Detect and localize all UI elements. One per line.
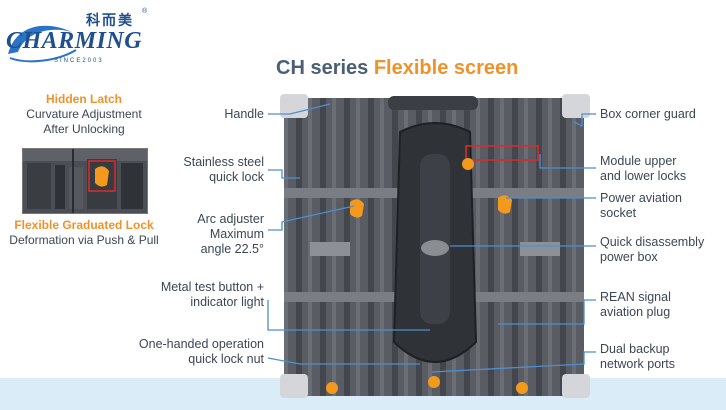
callout-text: quick lock	[209, 170, 264, 184]
callout-text: aviation plug	[600, 305, 671, 319]
callout-text: Module upper	[600, 154, 677, 168]
callout-power-socket: Power aviation socket	[600, 191, 682, 221]
swoosh-icon	[8, 25, 77, 63]
title-series: CH series	[276, 57, 369, 79]
lock-block: Flexible Graduated Lock Deformation via …	[0, 218, 168, 248]
callout-text: power box	[600, 250, 658, 264]
callout-arc-adjuster: Arc adjuster Maximum angle 22.5°	[197, 212, 264, 257]
brand-logo	[6, 14, 156, 74]
callout-text: Arc adjuster	[197, 212, 264, 226]
callout-network-ports: Dual backup network ports	[600, 342, 675, 372]
callout-text: angle 22.5°	[200, 242, 264, 256]
callout-text: Quick disassembly	[600, 235, 705, 249]
callout-text: One-handed operation	[138, 337, 264, 351]
callout-text: Stainless steel	[183, 155, 264, 169]
callout-text: network ports	[600, 357, 676, 371]
logo-brand-name: CHARMING	[6, 28, 143, 54]
latch-heading: Hidden Latch	[45, 92, 122, 106]
callout-module-locks: Module upper and lower locks	[600, 154, 686, 184]
callout-text: Metal test button +	[160, 280, 264, 294]
logo-registered-mark: ®	[142, 8, 148, 15]
lock-line: Deformation via Push & Pull	[9, 233, 159, 247]
latch-line-2: After Unlocking	[43, 122, 125, 136]
latch-closeup-image	[22, 148, 148, 214]
callout-text: quick lock nut	[188, 352, 264, 366]
callout-quick-lock-nut: One-handed operation quick lock nut	[139, 337, 264, 367]
latch-line-1: Curvature Adjustment	[26, 107, 142, 121]
callout-text: and lower locks	[600, 169, 687, 183]
callout-stainless-lock: Stainless steel quick lock	[183, 155, 264, 185]
logo-chinese: 科而美	[86, 13, 134, 29]
logo-since: SINCE2003	[54, 58, 104, 64]
title-product: Flexible screen	[373, 57, 519, 79]
lock-heading: Flexible Graduated Lock	[14, 218, 154, 232]
callout-rean-plug: REAN signal aviation plug	[600, 290, 671, 320]
callout-text: Power aviation	[600, 191, 682, 205]
callout-text: REAN signal	[600, 290, 671, 304]
callout-text: Dual backup	[600, 342, 670, 356]
page-title: CH series Flexible screen	[276, 57, 518, 80]
latch-block: Hidden Latch Curvature Adjustment After …	[0, 92, 168, 137]
callout-text: Handle	[224, 107, 264, 121]
callout-text: indicator light	[190, 295, 264, 309]
callout-text: socket	[600, 206, 637, 220]
callout-text: Maximum	[209, 227, 264, 241]
callout-test-button: Metal test button + indicator light	[161, 280, 264, 310]
callout-corner-guard: Box corner guard	[600, 107, 696, 122]
callout-handle: Handle	[224, 107, 264, 122]
callout-text: Box corner guard	[600, 107, 696, 121]
callout-power-box: Quick disassembly power box	[600, 235, 704, 265]
